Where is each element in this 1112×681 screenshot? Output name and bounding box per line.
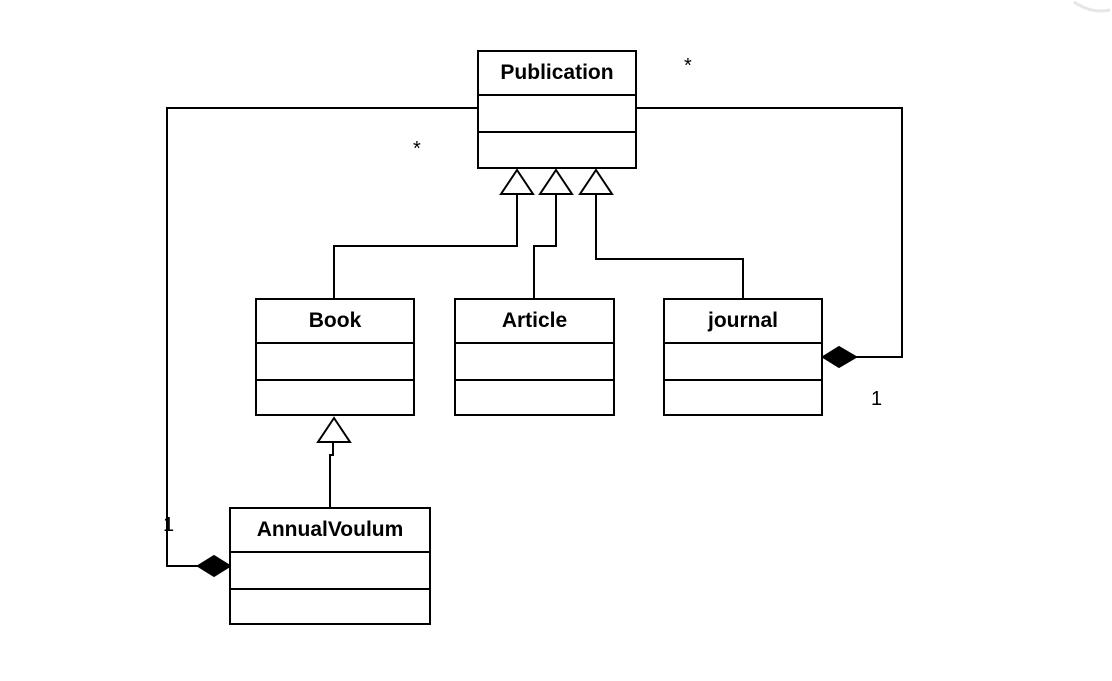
operations-compartment — [456, 381, 613, 414]
journal-inheritance-arrowhead — [578, 168, 614, 195]
journal-composition-line — [636, 107, 903, 358]
attributes-compartment — [456, 344, 613, 381]
class-book: Book — [255, 298, 415, 416]
class-name: Book — [257, 300, 413, 344]
journal-composition-diamond — [821, 345, 858, 369]
attributes-compartment — [231, 553, 429, 590]
article-generalization-line — [533, 194, 557, 299]
operations-compartment — [665, 381, 821, 414]
annualvolume-generalization-line — [329, 442, 334, 508]
book-generalization-line — [333, 194, 518, 299]
class-annual-volume: AnnualVoulum — [229, 507, 431, 625]
attributes-compartment — [479, 96, 635, 133]
operations-compartment — [231, 590, 429, 623]
journal-generalization-line — [595, 194, 744, 299]
class-name: Article — [456, 300, 613, 344]
multiplicity-publication-left: * — [413, 138, 421, 160]
attributes-compartment — [665, 344, 821, 381]
class-journal: journal — [663, 298, 823, 416]
book-inheritance-arrowhead — [499, 168, 535, 195]
class-name: journal — [665, 300, 821, 344]
article-inheritance-arrowhead — [538, 168, 574, 195]
class-name: AnnualVoulum — [231, 509, 429, 553]
class-name: Publication — [479, 52, 635, 96]
class-publication: Publication — [477, 50, 637, 169]
multiplicity-annual-volume: 1 — [163, 514, 175, 536]
operations-compartment — [257, 381, 413, 414]
operations-compartment — [479, 133, 635, 167]
attributes-compartment — [257, 344, 413, 381]
annualvolume-composition-line — [166, 107, 478, 567]
multiplicity-publication-right: * — [684, 55, 692, 77]
annualvolume-composition-diamond — [196, 554, 232, 578]
class-article: Article — [454, 298, 615, 416]
annualvolume-inheritance-arrowhead — [316, 416, 352, 443]
multiplicity-journal: 1 — [871, 388, 883, 410]
corner-decoration — [1073, 0, 1111, 13]
